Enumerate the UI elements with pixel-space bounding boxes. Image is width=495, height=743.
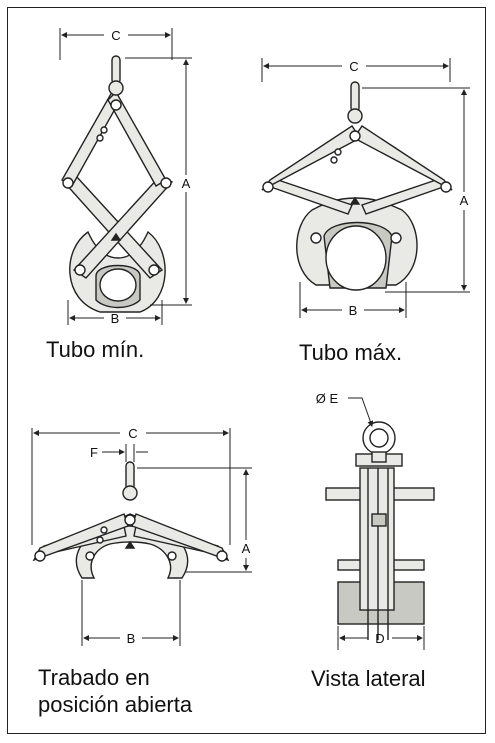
dims-tubo-min: [59, 28, 192, 325]
caption-line: Vista lateral: [311, 666, 426, 691]
dims-vista-lateral: [337, 397, 425, 650]
drawing-trabado: [32, 461, 230, 579]
dim-label-b-1: B: [111, 311, 120, 326]
caption-vista-lateral: Vista lateral: [311, 665, 426, 692]
dim-label-e-4: Ø E: [316, 391, 339, 406]
caption-line: Tubo mín.: [46, 337, 145, 362]
dim-label-a-1: A: [182, 176, 191, 191]
dim-label-f-3: F: [90, 445, 98, 460]
drawing-vista-lateral: [325, 421, 435, 640]
caption-trabado: Trabado en posición abierta: [38, 664, 192, 718]
dim-label-d-4: D: [375, 631, 384, 646]
dims-tubo-max: [261, 58, 470, 318]
dim-label-b-2: B: [349, 303, 358, 318]
drawing-tubo-max: [261, 81, 453, 291]
caption-line: posición abierta: [38, 692, 193, 717]
dims-trabado: [31, 428, 252, 646]
dim-label-a-2: A: [460, 193, 469, 208]
dim-label-c-1: C: [111, 28, 120, 43]
figure-frame: [7, 7, 486, 734]
caption-tubo-min: Tubo mín.: [46, 336, 144, 363]
caption-line: Trabado en: [38, 665, 150, 690]
dim-label-c-3: C: [128, 426, 137, 441]
dim-label-b-3: B: [127, 631, 136, 646]
caption-line: Tubo máx.: [299, 340, 403, 365]
caption-tubo-max: Tubo máx.: [299, 339, 402, 366]
drawing-tubo-min: [61, 55, 174, 313]
dim-label-c-2: C: [349, 59, 358, 74]
dim-label-a-3: A: [242, 541, 251, 556]
